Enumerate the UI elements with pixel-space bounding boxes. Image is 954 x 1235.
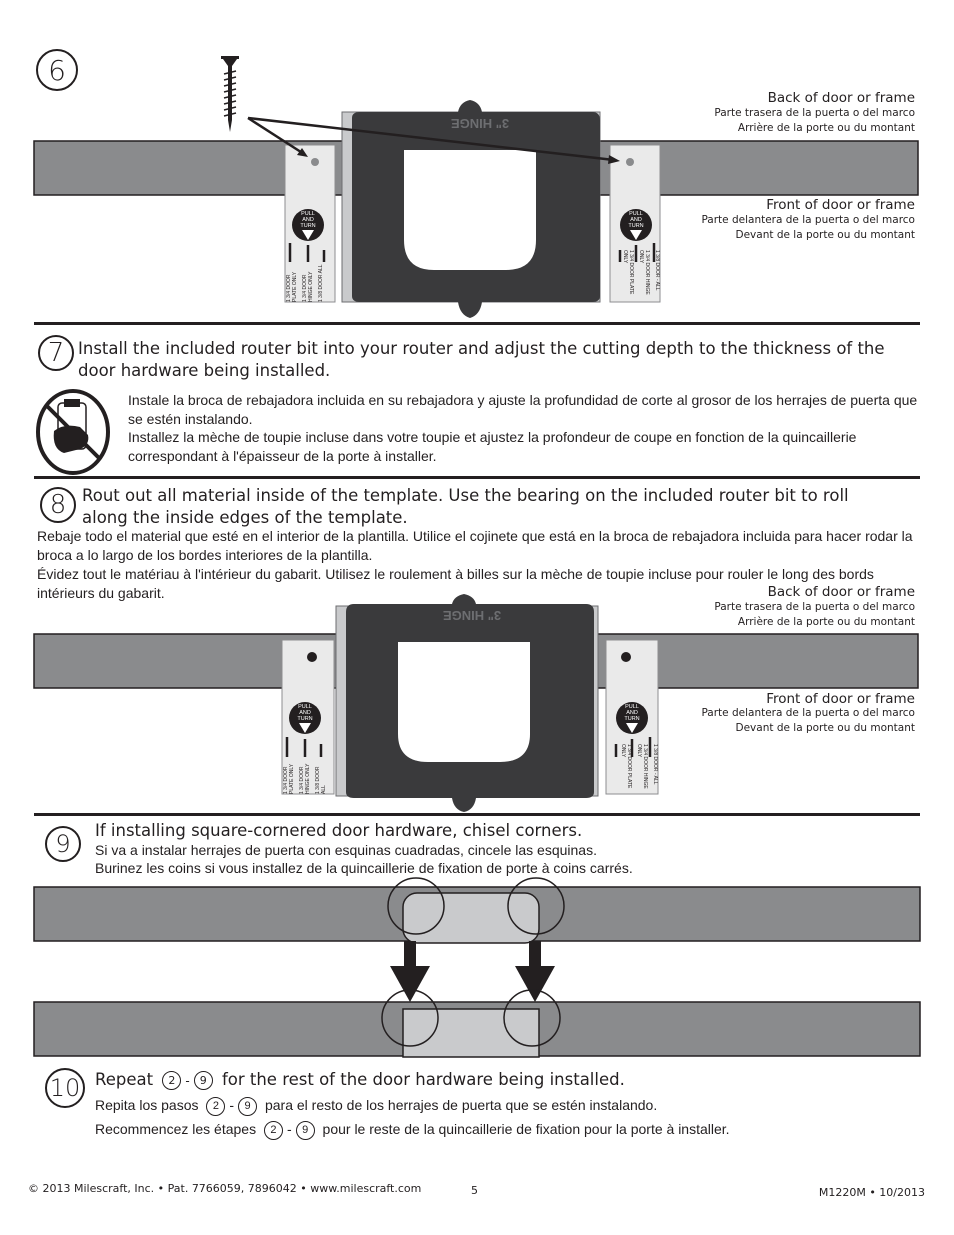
step-9-english: If installing square-cornered door hardw… <box>95 821 583 840</box>
back-label-es-1: Parte trasera de la puerta o del marco <box>714 107 915 119</box>
screw-arrows <box>247 116 615 162</box>
footer-copyright: © 2013 Milescraft, Inc. • Pat. 7766059, … <box>28 1182 422 1195</box>
divider-2 <box>34 476 920 479</box>
step-10-number: 10 <box>45 1068 85 1108</box>
front-label-en-1: Front of door or frame <box>766 197 915 213</box>
step-9-french: Burinez les coins si vous installez de l… <box>95 860 633 876</box>
step-9-spanish: Si va a instalar herrajes de puerta con … <box>95 842 597 858</box>
no-hand-warning-icon <box>36 389 110 475</box>
step-10-english: Repeat 2-9 for the rest of the door hard… <box>95 1070 625 1090</box>
right-screw-hole <box>626 158 634 166</box>
footer-doc-code: M1220M • 10/2013 <box>818 1186 925 1199</box>
back-label-fr-2: Arrière de la porte ou du montant <box>737 616 915 628</box>
step-10-french: Recommencez les étapes 2-9 pour le reste… <box>95 1118 895 1140</box>
template-opening <box>404 150 536 270</box>
step-7-number: 7 <box>38 335 74 371</box>
step-6-illustration <box>33 56 919 318</box>
step-7-spanish: Instale la broca de rebajadora incluida … <box>128 392 918 427</box>
step-9-illustration <box>33 877 921 1058</box>
front-label-en-2: Front of door or frame <box>766 691 915 707</box>
step-7-french: Installez la mèche de toupie incluse dan… <box>128 429 857 464</box>
step-8-number: 8 <box>40 487 76 523</box>
back-label-en-2: Back of door or frame <box>767 584 915 600</box>
screw-icon <box>221 56 239 132</box>
step-6-number: 6 <box>36 49 78 91</box>
front-label-fr-1: Devant de la porte ou du montant <box>735 229 915 241</box>
step-9-number: 9 <box>45 826 81 862</box>
footer-page-number: 5 <box>471 1184 478 1197</box>
right-strip-marks: 1 3/4 DOOR PLATE ONLY 1 3/4 DOOR HINGE O… <box>622 250 660 295</box>
step-10-spanish: Repita los pasos 2-9 para el resto de lo… <box>95 1094 895 1116</box>
divider-3 <box>34 813 920 816</box>
step-8-french: Évidez tout le matériau à l'intérieur du… <box>37 566 874 601</box>
step-8-english: Rout out all material inside of the temp… <box>82 486 849 527</box>
step-8-spanish: Rebaje todo el material que esté en el i… <box>37 528 913 563</box>
step-7-english: Install the included router bit into you… <box>78 339 885 380</box>
left-screw-hole <box>311 158 319 166</box>
back-label-en-1: Back of door or frame <box>767 90 915 106</box>
right-strip-marks-2: 1 3/4 DOOR PLATE ONLY 1 3/4 DOOR HINGE O… <box>620 744 658 789</box>
back-label-es-2: Parte trasera de la puerta o del marco <box>714 601 915 613</box>
right-pull-knob <box>620 209 652 241</box>
back-label-fr-1: Arrière de la porte ou du montant <box>737 122 915 134</box>
step-8-illustration <box>33 594 919 812</box>
chisel-arrows <box>390 941 555 1002</box>
divider-1 <box>34 322 920 325</box>
front-label-fr-2: Devant de la porte ou du montant <box>735 722 915 734</box>
left-pull-knob <box>292 209 324 241</box>
front-label-es-2: Parte delantera de la puerta o del marco <box>701 707 915 719</box>
front-label-es-1: Parte delantera de la puerta o del marco <box>701 214 915 226</box>
